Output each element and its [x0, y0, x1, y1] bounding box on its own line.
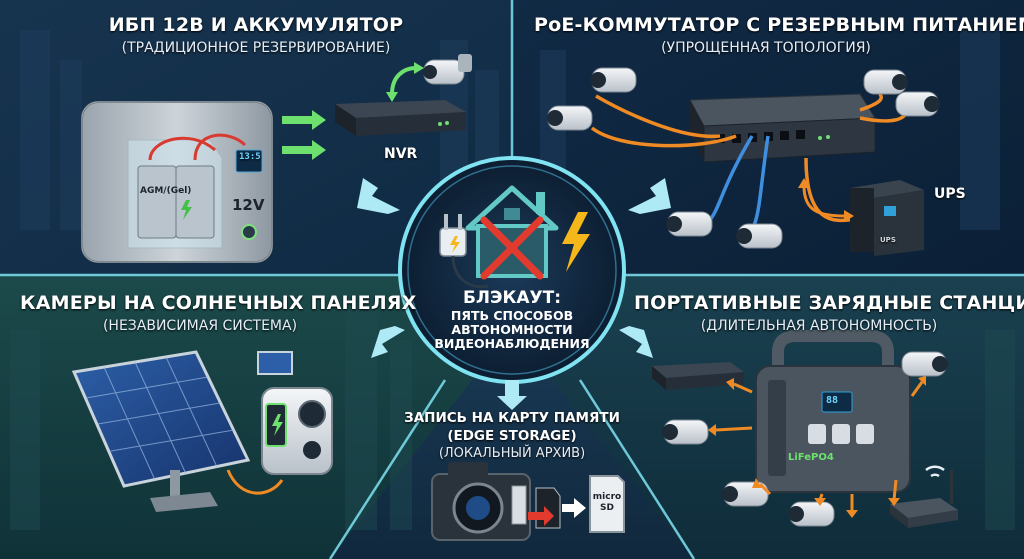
- camera-icon: [423, 54, 472, 85]
- panel-title-solar: КАМЕРЫ НА СОЛНЕЧНЫХ ПАНЕЛЯХ: [20, 292, 417, 314]
- power-flow-arrows: [282, 62, 424, 160]
- transfer-arrow: [562, 498, 586, 518]
- camera-icon: [788, 501, 835, 527]
- power-output-arrows: [708, 376, 926, 518]
- camera-icon: [547, 105, 593, 131]
- ups-display-readout: 13:5: [239, 152, 261, 162]
- lightning-bolt-icon: [562, 212, 590, 272]
- router-device: [890, 465, 958, 528]
- poe-switch: [689, 93, 876, 163]
- portable-power-station: [755, 330, 911, 493]
- panel-subtitle-solar: (НЕЗАВИСИМАЯ СИСТЕМА): [102, 318, 298, 334]
- micro-sd-label: micro SD: [592, 492, 622, 513]
- center-subtitle-line: АВТОНОМНОСТИ: [451, 322, 573, 337]
- panel-subtitle-poe: (УПРОЩЕННАЯ ТОПОЛОГИЯ): [661, 40, 871, 56]
- solar-camera: [257, 351, 333, 475]
- panel-subtitle-ups12v: (ТРАДИЦИОННОЕ РЕЗЕРВИРОВАНИЕ): [121, 40, 391, 56]
- ups-power-arrow: [798, 178, 854, 222]
- panel-title-portable: ПОРТАТИВНЫЕ ЗАРЯДНЫЕ СТАНЦИИ: [634, 292, 1024, 314]
- ups-tower: [850, 180, 924, 256]
- solar-cable: [226, 469, 284, 495]
- camera-icon: [895, 91, 940, 117]
- center-subtitle-line: ВИДЕОНАБЛЮДЕНИЯ: [434, 336, 590, 351]
- nvr-label: NVR: [384, 146, 418, 162]
- center-subtitle-line: ПЯТЬ СПОСОБОВ: [450, 308, 574, 323]
- ups-label: UPS: [934, 186, 966, 202]
- battery-type-label: AGM/(Gel): [140, 186, 192, 196]
- center-title: БЛЭКАУТ:: [462, 288, 562, 308]
- sd-card: [528, 487, 561, 529]
- camera-icon: [666, 211, 713, 237]
- panel-subtitle-portable: (ДЛИТЕЛЬНАЯ АВТОНОМНОСТЬ): [700, 318, 938, 334]
- blackout-cross-icon: [480, 216, 544, 280]
- lifepo4-label: LiFePO4: [788, 452, 834, 463]
- center-subtitle: ПЯТЬ СПОСОБОВ АВТОНОМНОСТИ ВИДЕОНАБЛЮДЕН…: [412, 309, 612, 351]
- radiating-arrows: [357, 178, 671, 410]
- power-plug-icon: [439, 214, 489, 289]
- ups-small-label: UPS: [880, 236, 896, 244]
- nvr-device: [335, 100, 466, 136]
- panel-title-poe: PoE-КОММУТАТОР С РЕЗЕРВНЫМ ПИТАНИЕМ: [534, 14, 1024, 36]
- ups-12v-illustration: [81, 101, 273, 263]
- camera-icon: [901, 351, 948, 377]
- voltage-label: 12V: [232, 196, 265, 214]
- panel-title-ups12v: ИБП 12В И АККУМУЛЯТОР: [108, 14, 404, 36]
- camera-icon: [590, 67, 637, 93]
- nvr-device: [652, 362, 744, 390]
- camera-icon: [662, 419, 709, 445]
- panel-subtitle-edge: (ЛОКАЛЬНЫЙ АРХИВ): [438, 446, 586, 461]
- camera-icon: [736, 223, 783, 249]
- station-display-readout: 88: [826, 395, 839, 406]
- panel-title-edge-line2: (EDGE STORAGE): [447, 428, 577, 444]
- solar-panel: [71, 350, 251, 512]
- panel-title-edge-line1: ЗАПИСЬ НА КАРТУ ПАМЯТИ: [404, 410, 620, 426]
- dslr-camera: [431, 462, 531, 541]
- micro-sd-card: [589, 475, 625, 533]
- camera-icon: [863, 69, 908, 95]
